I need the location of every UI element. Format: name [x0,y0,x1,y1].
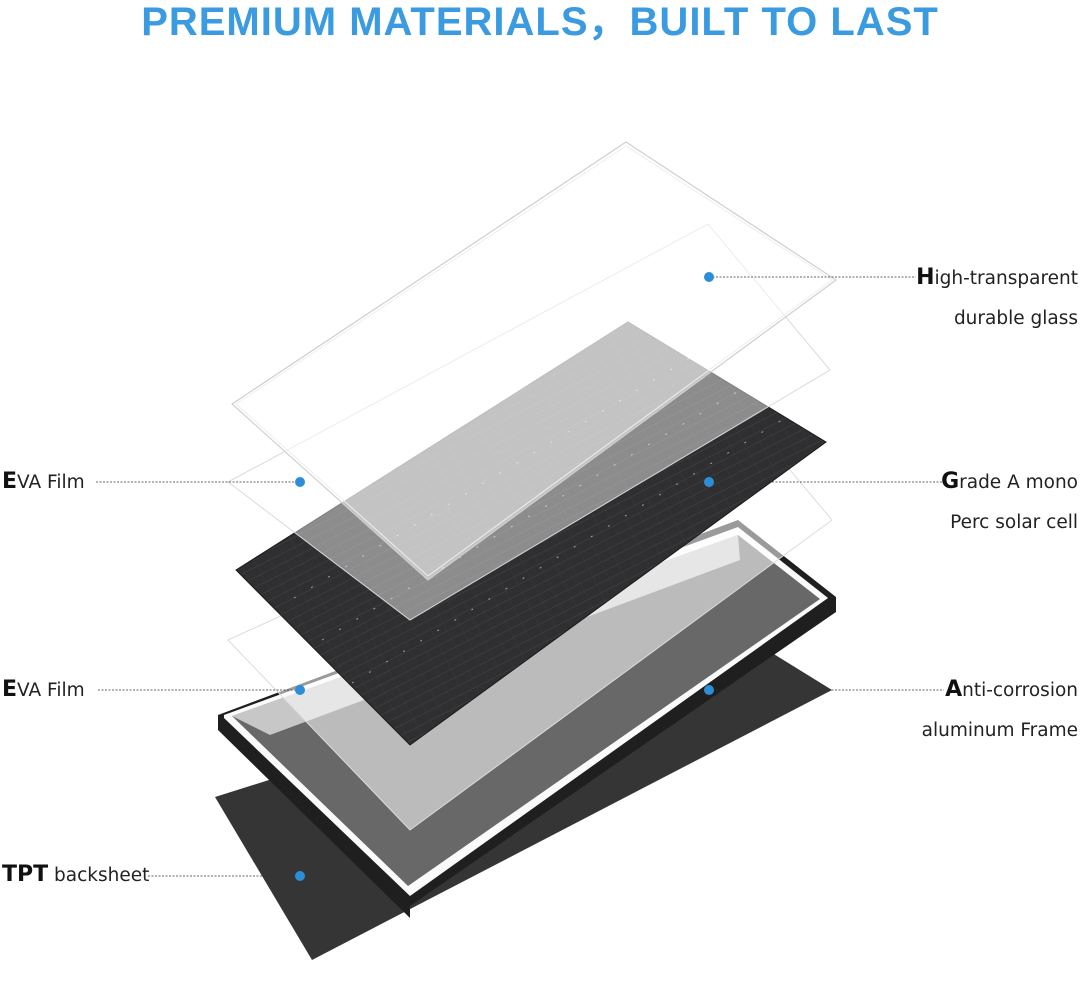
marker-backsheet [295,871,305,881]
eva-film-upper [227,223,831,621]
marker-glass [704,272,714,282]
label-frame: Anti-corrosion aluminum Frame [921,677,1078,741]
marker-eva-top [295,477,305,487]
label-eva-bottom: EVA Film [2,677,85,702]
label-glass: High-transparent durable glass [916,265,1078,329]
label-cell: Grade A mono Perc solar cell [941,469,1078,533]
page-title: PREMIUM MATERIALS，BUILT TO LAST [141,0,939,44]
marker-eva-bottom [295,685,305,695]
glass-layer [231,141,838,581]
marker-frame [704,685,714,695]
marker-cell [704,477,714,487]
leader-lines [96,276,946,877]
solar-cell-layer [235,321,827,746]
markers [295,272,714,881]
label-backsheet: TPT backsheet [2,862,150,887]
label-eva-top: EVA Film [2,469,85,494]
